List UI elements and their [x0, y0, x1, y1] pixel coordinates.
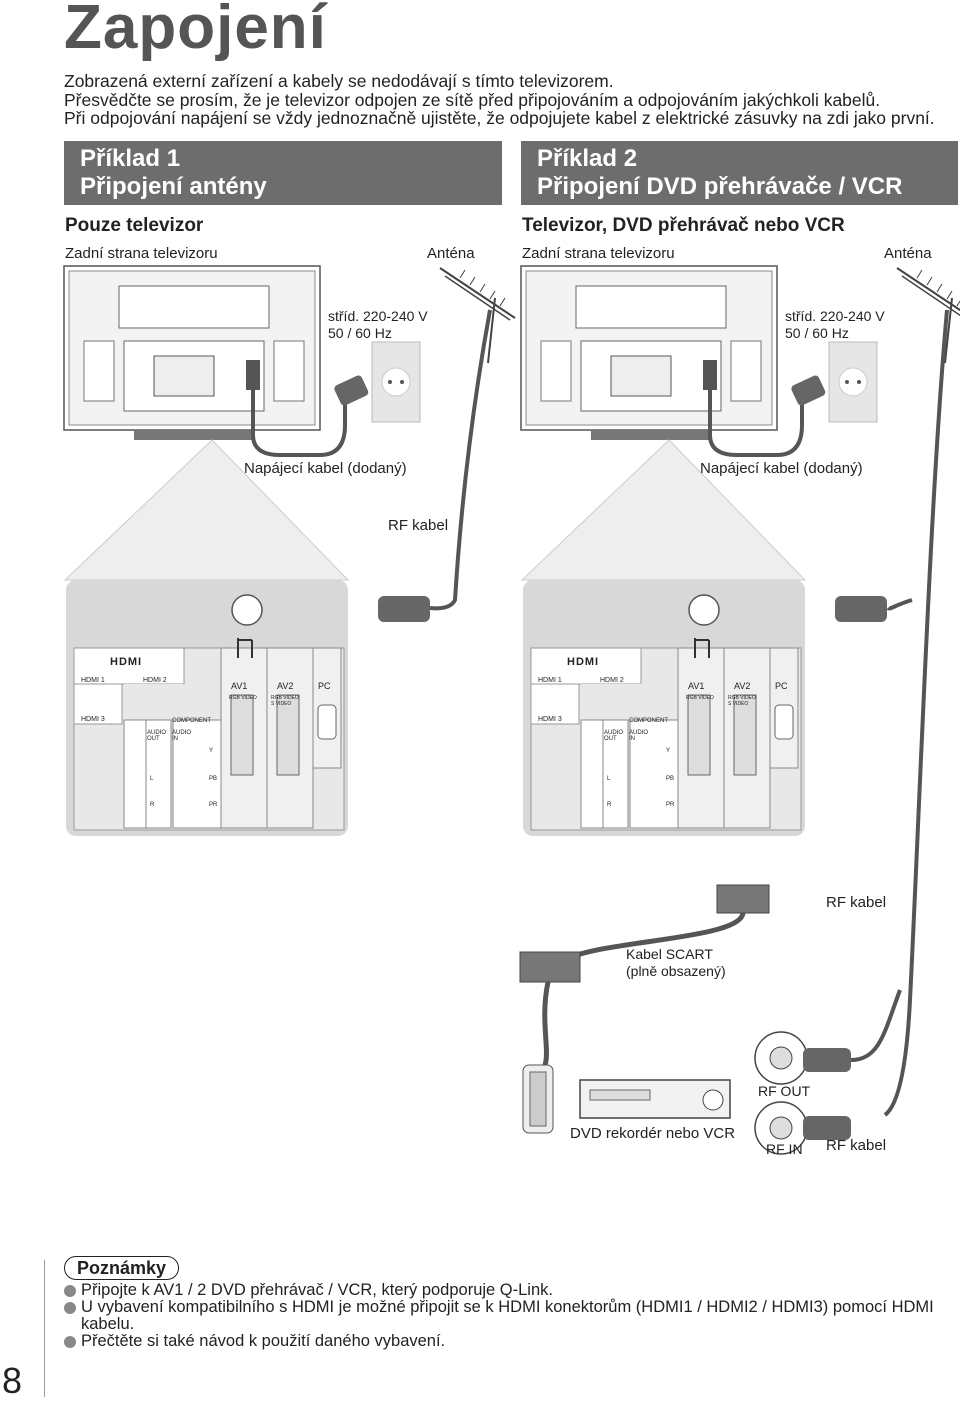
example1-power-spec: stříd. 220-240 V 50 / 60 Hz	[328, 308, 428, 342]
intro-line-2: Přesvědčte se prosím, že je televizor od…	[64, 89, 881, 110]
example2-power-line1: stříd. 220-240 V	[785, 308, 885, 324]
rgb-video-label-2: RGB VIDEO	[686, 695, 714, 701]
pb-label-1: PB	[209, 776, 218, 782]
note-text: Přečtěte si také návod k použití daného …	[81, 1332, 446, 1350]
audio-out-label-2: AUDIO OUT	[604, 730, 624, 742]
example2-antenna-label: Anténa	[884, 245, 932, 262]
note-text: Připojte k AV1 / 2 DVD přehrávač / VCR, …	[81, 1281, 553, 1299]
example1-heading-line1: Příklad 1	[80, 145, 181, 172]
page-sidebar-line	[0, 1260, 45, 1397]
bullet-icon	[64, 1285, 76, 1297]
intro-line-3: Při odpojování napájení se vždy jednozna…	[64, 108, 935, 128]
example2-power-spec: stříd. 220-240 V 50 / 60 Hz	[785, 308, 885, 342]
example1-power-line1: stříd. 220-240 V	[328, 308, 428, 324]
example2-rear-label: Zadní strana televizoru	[522, 245, 675, 262]
connection-diagram	[63, 265, 960, 1155]
bullet-icon	[64, 1336, 76, 1348]
av2-label-2: AV2	[734, 681, 751, 691]
example2-heading: Příklad 2 Připojení DVD přehrávače / VCR	[521, 141, 958, 205]
example1-rear-label: Zadní strana televizoru	[65, 245, 218, 262]
example2-scart-line2: (plně obsazený)	[626, 963, 726, 979]
example2-power-cable-label: Napájecí kabel (dodaný)	[700, 460, 863, 477]
example1-rf-cable-label: RF kabel	[388, 517, 449, 534]
example1-power-line2: 50 / 60 Hz	[328, 325, 392, 341]
terminal-panel-1: HDMI HDMI 1 HDMI 2 HDMI 3 AV1 AV2 PC COM…	[66, 580, 348, 836]
audio-in-label-2: AUDIO IN	[629, 730, 649, 742]
example2-rf-cable-top-label: RF kabel	[826, 894, 887, 911]
hdmi3-label-1: HDMI 3	[81, 716, 105, 723]
notes-title: Poznámky	[64, 1256, 180, 1280]
example2-heading-line2: Připojení DVD přehrávače / VCR	[537, 173, 903, 200]
r-label-1: R	[150, 802, 155, 808]
example2-heading-line1: Příklad 2	[537, 145, 638, 172]
y-label-1: Y	[209, 748, 214, 754]
example1-power-cable-label: Napájecí kabel (dodaný)	[244, 460, 407, 477]
hdmi1-label-2: HDMI 1	[538, 677, 562, 684]
hdmi2-label-2: HDMI 2	[600, 677, 624, 684]
example2-power-line2: 50 / 60 Hz	[785, 325, 849, 341]
example1-subtitle: Pouze televizor	[65, 215, 204, 236]
example1-heading-line2: Připojení antény	[80, 173, 267, 200]
pb-label-2: PB	[666, 776, 675, 782]
av1-label-1: AV1	[231, 681, 248, 691]
example1-antenna-label: Anténa	[427, 245, 475, 262]
note-text: U vybavení kompatibilního s HDMI je možn…	[81, 1298, 934, 1333]
bullet-icon	[64, 1302, 76, 1314]
l-label-1: L	[150, 776, 154, 782]
hdmi-logo-2: HDMI	[567, 656, 600, 668]
example2-recorder-label: DVD rekordér nebo VCR	[570, 1125, 736, 1142]
intro-line-1: Zobrazená externí zařízení a kabely se n…	[64, 71, 614, 91]
example2-scart-label: Kabel SCART (plně obsazený)	[626, 946, 726, 980]
example2-subtitle: Televizor, DVD přehrávač nebo VCR	[522, 215, 845, 236]
pr-label-1: PR	[209, 802, 218, 808]
pr-label-2: PR	[666, 802, 675, 808]
example2-rf-cable-bottom-label: RF kabel	[826, 1137, 887, 1154]
audio-out-label-1: AUDIO OUT	[147, 730, 167, 742]
av1-label-2: AV1	[688, 681, 705, 691]
pc-label-2: PC	[775, 681, 788, 691]
example2-rf-out-label: RF OUT	[758, 1083, 811, 1099]
rgb-svideo-label-1: RGB VIDEO S VIDEO	[271, 695, 299, 707]
page-title: Zapojení	[64, 0, 327, 62]
component-label-2: COMPONENT	[629, 718, 668, 724]
av2-label-1: AV2	[277, 681, 294, 691]
component-label-1: COMPONENT	[172, 718, 211, 724]
pc-label-1: PC	[318, 681, 331, 691]
note-item: Přečtěte si také návod k použití daného …	[64, 1333, 944, 1350]
rgb-svideo-label-2: RGB VIDEO S VIDEO	[728, 695, 756, 707]
rgb-video-label-1: RGB VIDEO	[229, 695, 257, 701]
y-label-2: Y	[666, 748, 671, 754]
intro-text: Zobrazená externí zařízení a kabely se n…	[64, 72, 960, 128]
hdmi3-label-2: HDMI 3	[538, 716, 562, 723]
example2-scart-line1: Kabel SCART	[626, 946, 713, 962]
note-item: Připojte k AV1 / 2 DVD přehrávač / VCR, …	[64, 1282, 944, 1299]
note-item: U vybavení kompatibilního s HDMI je možn…	[64, 1299, 944, 1333]
example1-heading: Příklad 1 Připojení antény	[64, 141, 502, 205]
page-number: 8	[2, 1360, 23, 1401]
l-label-2: L	[607, 776, 611, 782]
hdmi1-label-1: HDMI 1	[81, 677, 105, 684]
terminal-panel-2: HDMI HDMI 1 HDMI 2 HDMI 3 AV1 AV2 PC COM…	[523, 580, 805, 836]
audio-in-label-1: AUDIO IN	[172, 730, 192, 742]
hdmi-logo-1: HDMI	[110, 656, 143, 668]
example2-rf-in-label: RF IN	[766, 1141, 803, 1157]
notes-list: Připojte k AV1 / 2 DVD přehrávač / VCR, …	[64, 1282, 944, 1350]
hdmi2-label-1: HDMI 2	[143, 677, 167, 684]
r-label-2: R	[607, 802, 612, 808]
